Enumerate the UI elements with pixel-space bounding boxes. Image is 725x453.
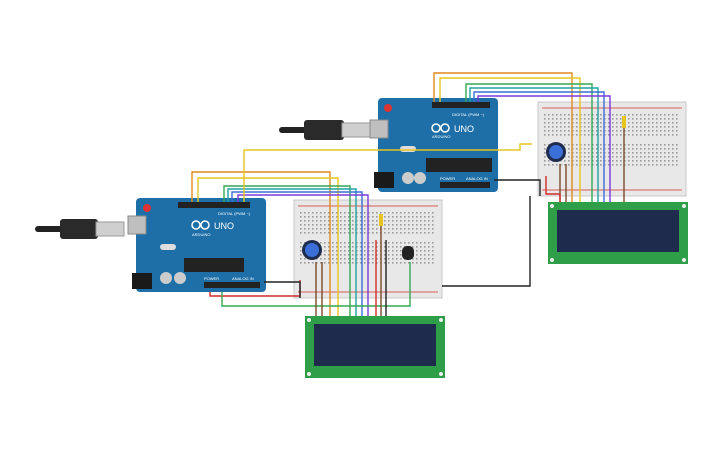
resistor-right[interactable] [622,116,626,128]
resistor-left[interactable] [379,214,383,226]
board-left-brand-label: ARDUINO [192,232,210,237]
lcd-left[interactable] [305,316,445,378]
board-right-analog-label: ANALOG IN [466,176,488,181]
board-right-model-label: UNO [454,124,474,134]
potentiometer-left[interactable] [302,240,322,260]
potentiometer-right[interactable] [546,142,566,162]
board-left-header-label: DIGITAL (PWM ~) [218,211,251,216]
arduino-uno-right[interactable]: DIGITAL (PWM ~) UNO ARDUINO POWER ANALOG… [369,98,498,192]
wires-left [191,171,411,316]
usb-cable-left[interactable] [35,219,125,239]
board-right-power-label: POWER [440,176,455,181]
board-left-analog-label: ANALOG IN [232,276,254,281]
board-right-header-label: DIGITAL (PWM ~) [452,112,485,117]
temperature-sensor[interactable] [402,246,414,260]
board-left-model-label: UNO [214,221,234,231]
breadboard-right-holes [544,114,678,166]
usb-cable-right[interactable] [279,120,373,140]
board-left-power-label: POWER [204,276,219,281]
board-right-brand-label: ARDUINO [432,134,450,139]
lcd-right[interactable] [548,202,688,264]
wires-right [243,72,625,287]
arduino-uno-left[interactable]: DIGITAL (PWM ~) UNO ARDUINO POWER ANALOG… [127,198,266,292]
